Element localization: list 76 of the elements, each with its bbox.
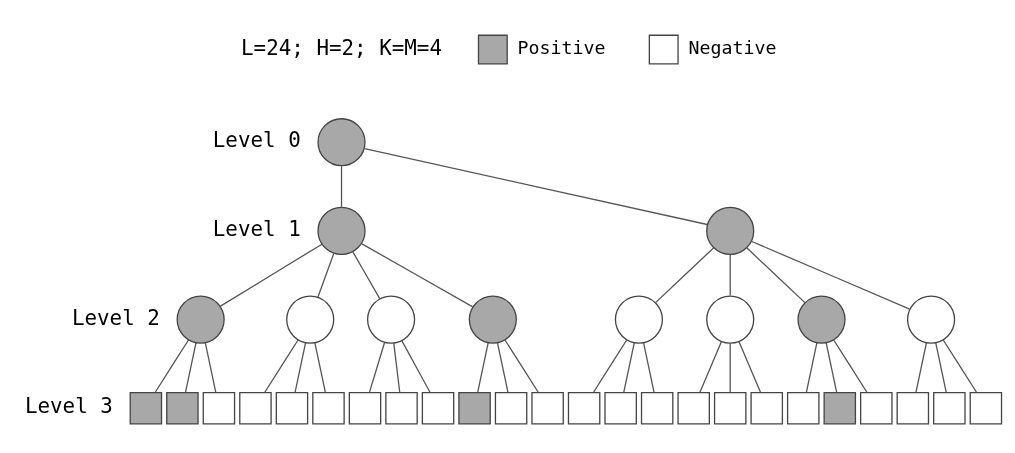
connector	[204, 341, 217, 393]
connector	[340, 165, 343, 207]
connector	[833, 338, 868, 393]
connector	[825, 341, 838, 393]
connector	[935, 341, 947, 393]
connector	[364, 147, 708, 225]
node-circle	[468, 295, 517, 344]
node-circle	[317, 206, 366, 255]
connector	[352, 250, 381, 299]
connector	[393, 341, 401, 393]
node-box	[166, 391, 199, 425]
connector	[750, 240, 911, 310]
connector	[738, 340, 762, 393]
label: Level 3	[24, 393, 113, 418]
connector	[642, 341, 655, 393]
node-box	[312, 391, 345, 425]
connector	[729, 253, 731, 296]
connector	[504, 338, 539, 393]
node-box	[531, 391, 564, 425]
node-circle	[176, 295, 225, 344]
node-box	[677, 391, 710, 425]
connector	[184, 341, 197, 393]
node-box	[896, 391, 930, 425]
label: Level 0	[212, 127, 301, 152]
node-box	[421, 391, 455, 425]
connector	[915, 341, 928, 393]
connector	[805, 341, 818, 393]
label: L=24; H=2; K=M=4	[241, 35, 442, 60]
connector	[361, 242, 474, 308]
connector	[294, 341, 307, 393]
node-box	[750, 391, 784, 425]
node-box	[385, 391, 418, 425]
node-box	[202, 391, 236, 425]
node-circle	[366, 295, 416, 344]
node-box	[823, 391, 857, 425]
connector	[942, 338, 978, 393]
connector	[623, 341, 635, 393]
node-circle	[706, 206, 755, 255]
node-circle	[706, 295, 755, 344]
node-box	[713, 391, 747, 425]
node-box	[458, 391, 491, 425]
connector	[496, 341, 509, 393]
node-box	[348, 391, 382, 425]
node-box	[239, 391, 272, 425]
node-circle	[317, 117, 366, 166]
node-box	[969, 391, 1003, 425]
connector	[264, 338, 299, 393]
connector	[154, 338, 190, 393]
legend-label: Positive	[517, 36, 606, 58]
connector	[219, 243, 323, 307]
connector	[317, 252, 335, 298]
connector	[729, 342, 731, 393]
connector	[477, 341, 489, 393]
node-box	[567, 391, 601, 425]
node-circle	[286, 295, 335, 344]
node-box	[640, 391, 674, 425]
node-circle	[797, 295, 846, 344]
connector	[401, 339, 431, 393]
legend-label: Negative	[688, 36, 777, 58]
node-box	[860, 391, 893, 425]
node-box	[275, 391, 309, 425]
node-circle	[614, 295, 664, 344]
label: Level 1	[212, 216, 301, 241]
connector	[746, 246, 806, 303]
connector	[314, 341, 326, 393]
node-box	[604, 391, 637, 425]
connector	[699, 340, 722, 393]
node-box	[494, 391, 528, 425]
connector	[592, 338, 628, 393]
node-box	[129, 391, 163, 425]
label: Level 2	[71, 305, 160, 330]
connector	[368, 341, 386, 393]
node-box	[933, 391, 966, 425]
connector	[654, 246, 715, 303]
node-circle	[906, 295, 956, 344]
node-box	[786, 391, 820, 425]
